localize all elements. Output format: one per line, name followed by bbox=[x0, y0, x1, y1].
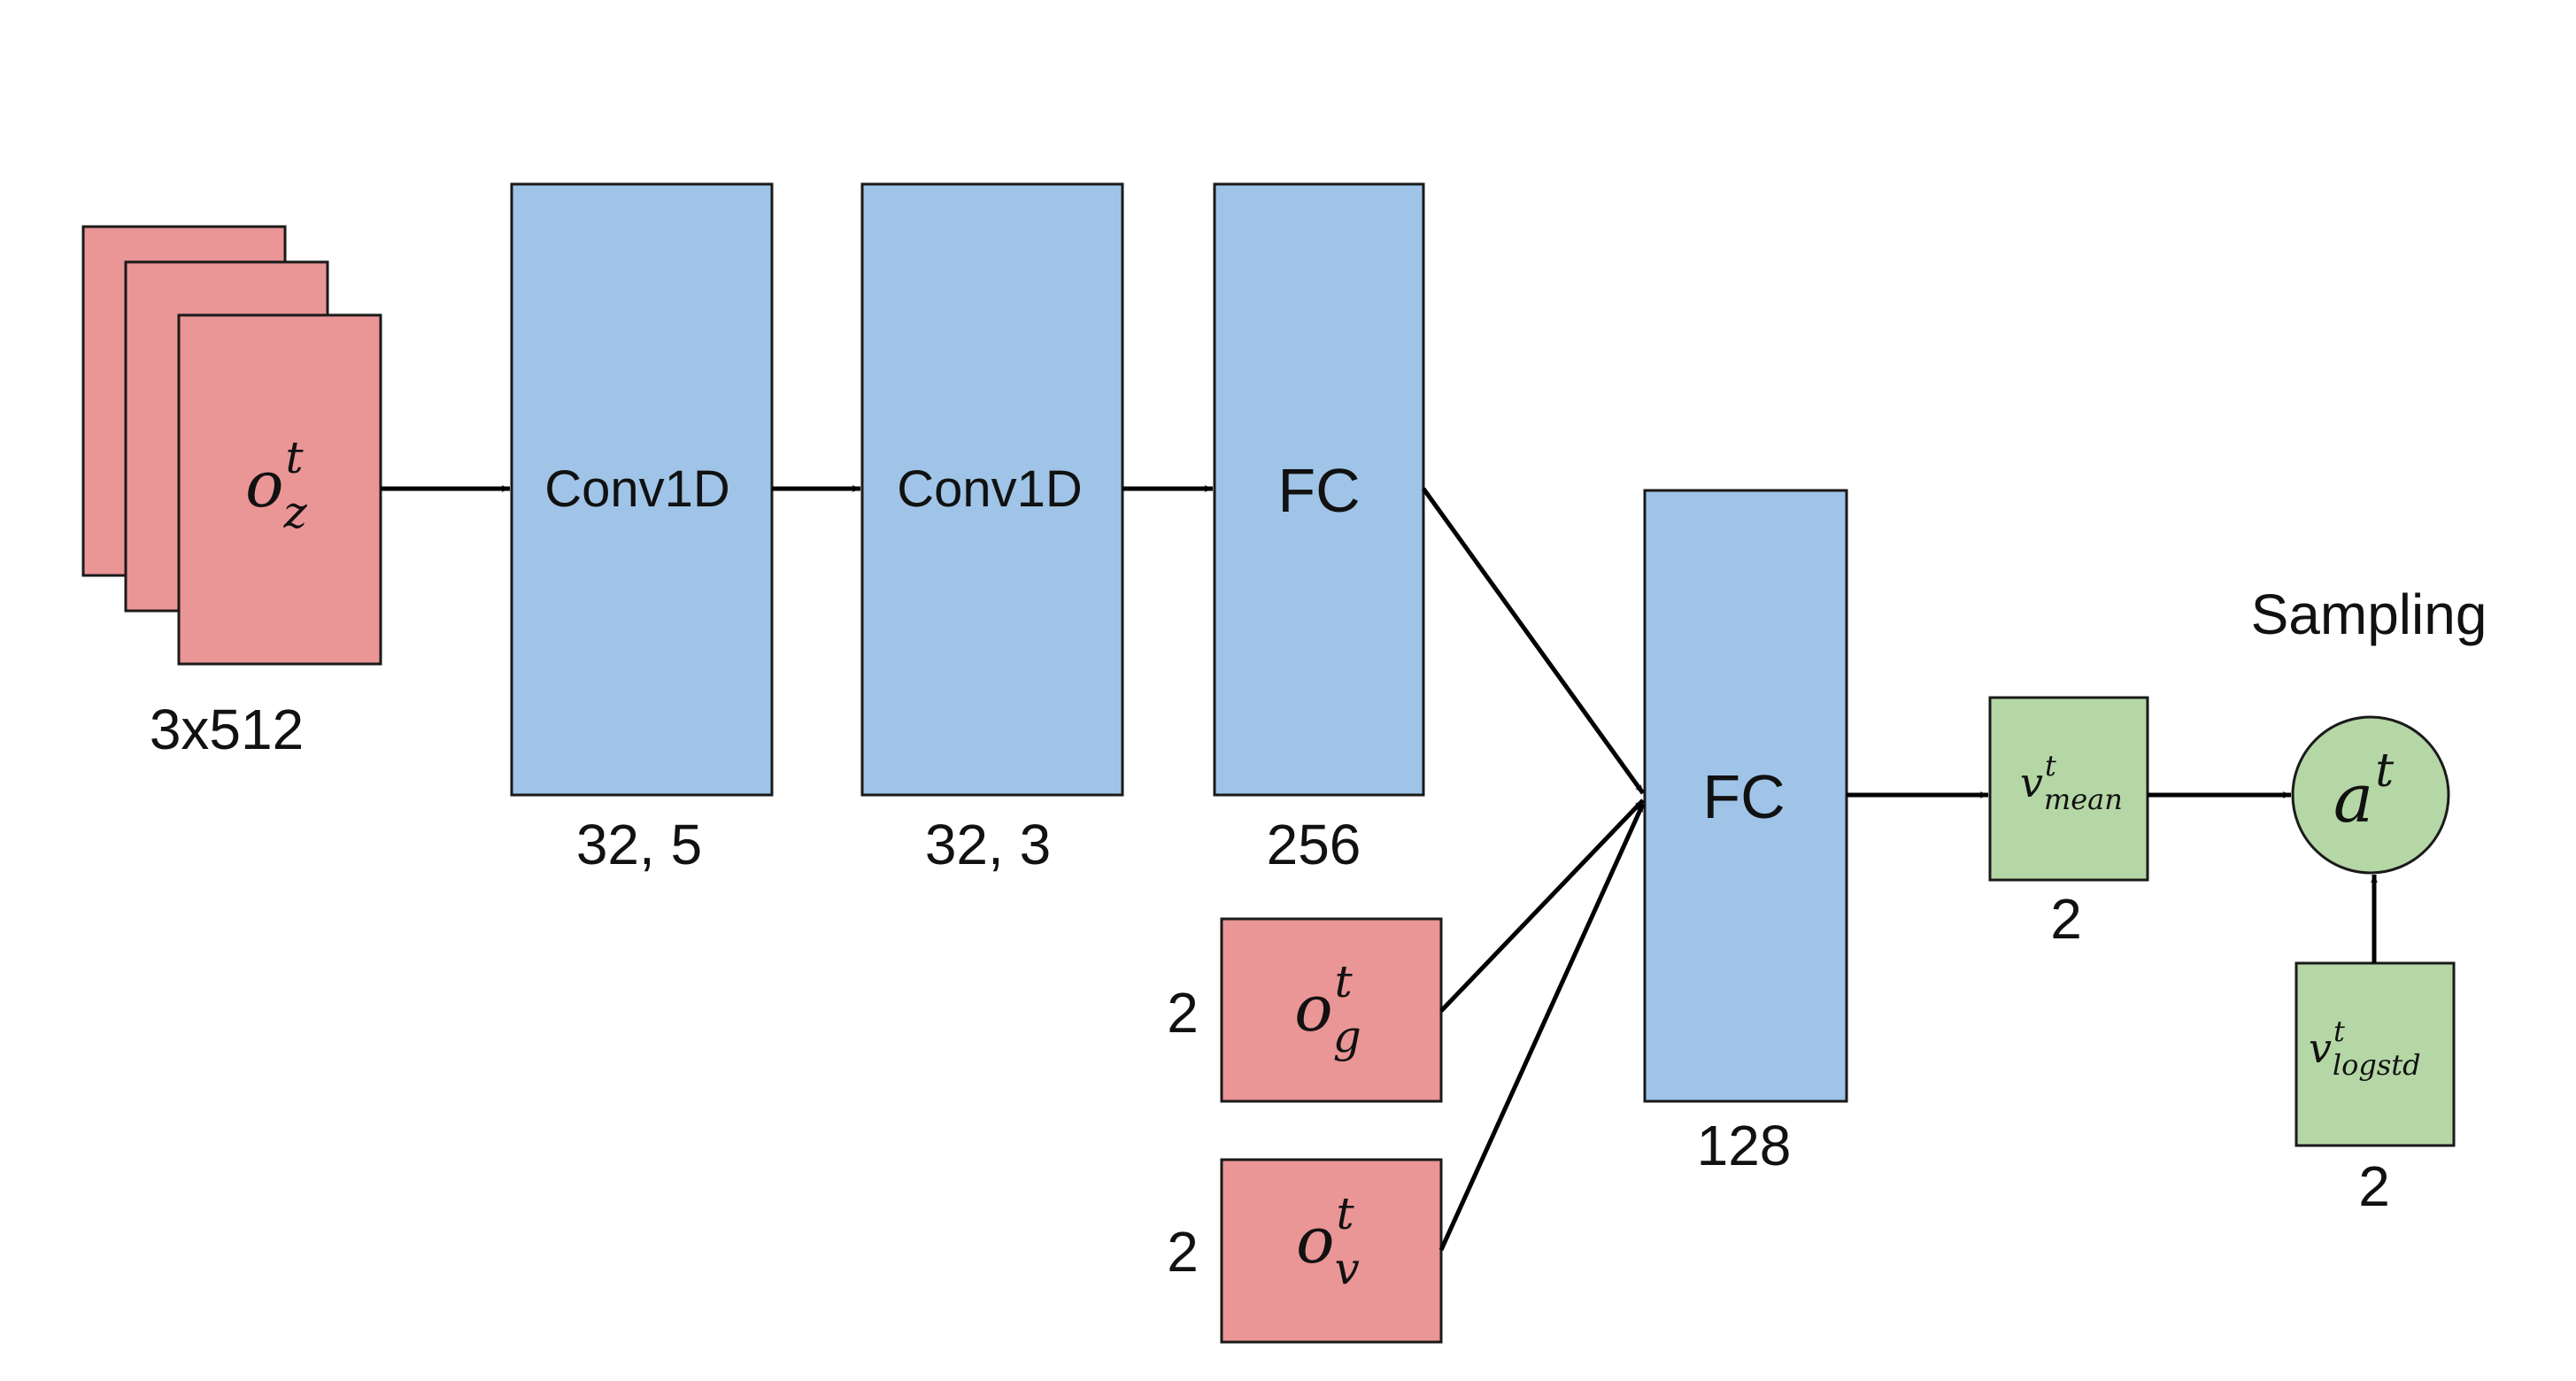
conv1d-layer-2: Conv1D 32, 3 bbox=[860, 182, 1124, 876]
input-v-size-label: 2 bbox=[1167, 1220, 1199, 1284]
action-symbol: at bbox=[2333, 745, 2394, 837]
conv1d-1-label: Conv1D bbox=[544, 460, 730, 518]
input-g-size-label: 2 bbox=[1167, 981, 1199, 1045]
arrow-fc256-to-fc128 bbox=[1421, 487, 1646, 795]
conv1d-1-box bbox=[510, 182, 774, 797]
fc-128-label: FC bbox=[1702, 762, 1785, 831]
fc-256-box bbox=[1213, 182, 1425, 797]
arrow-input-g-to-fc128 bbox=[1439, 799, 1645, 1013]
action-circle bbox=[2291, 715, 2450, 875]
conv1d-2-params: 32, 3 bbox=[925, 813, 1051, 876]
input-v-box bbox=[1220, 1158, 1443, 1344]
fc-layer-128: FC 128 bbox=[1643, 489, 1848, 1177]
conv1d-layer-1: Conv1D 32, 5 bbox=[510, 182, 774, 876]
connections bbox=[381, 485, 2378, 1252]
v-mean-size: 2 bbox=[2050, 887, 2082, 951]
action-node: at bbox=[2291, 715, 2450, 875]
fc-256-label: FC bbox=[1277, 456, 1360, 525]
sampling-label: Sampling bbox=[2251, 582, 2487, 646]
conv1d-1-params: 32, 5 bbox=[576, 813, 702, 876]
fc-256-size: 256 bbox=[1267, 813, 1361, 876]
input-g-box bbox=[1220, 917, 1443, 1103]
conv1d-2-label: Conv1D bbox=[897, 460, 1083, 518]
fc-layer-256: FC 256 bbox=[1213, 182, 1425, 876]
arrow-input-v-to-fc128 bbox=[1438, 802, 1646, 1252]
v-logstd-box bbox=[2294, 961, 2456, 1147]
conv1d-2-box bbox=[860, 182, 1124, 797]
fc-128-size: 128 bbox=[1697, 1114, 1792, 1177]
input-z-frame-front bbox=[177, 313, 382, 666]
v-logstd-size: 2 bbox=[2358, 1154, 2390, 1218]
input-z-size-label: 3x512 bbox=[150, 698, 304, 761]
fc-128-box bbox=[1643, 489, 1848, 1103]
v-mean-box bbox=[1988, 696, 2149, 882]
